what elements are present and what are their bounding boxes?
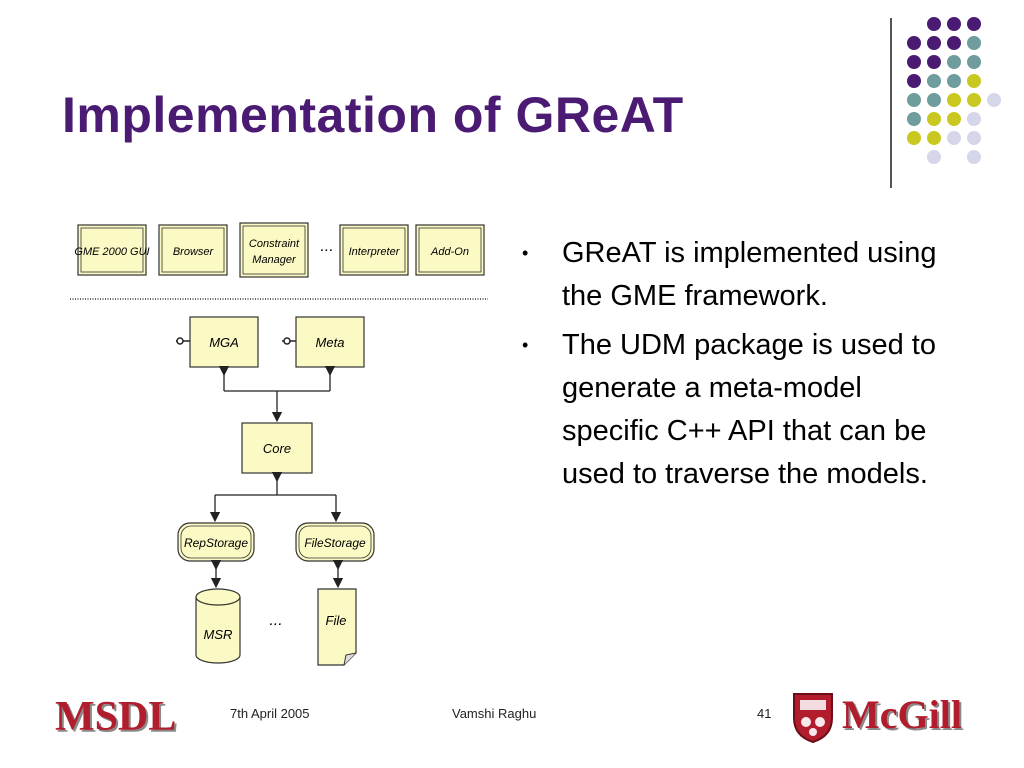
- manager-label: Manager: [252, 254, 297, 266]
- bullet-dot-icon: •: [522, 243, 529, 263]
- bullet-item: • GReAT is implemented using the GME fra…: [522, 232, 962, 318]
- decorative-dot: [907, 74, 921, 88]
- decorative-dot: [907, 131, 921, 145]
- decorative-dot: [947, 74, 961, 88]
- mcgill-crest-icon: [793, 693, 833, 744]
- decorative-dot: [967, 55, 981, 69]
- bullet-text: GReAT is implemented using the GME frame…: [562, 237, 937, 312]
- decorative-dot: [967, 150, 981, 164]
- decorative-dot: [947, 93, 961, 107]
- file-document: File: [317, 588, 357, 666]
- bullet-dot-icon: •: [522, 335, 529, 355]
- decorative-dot: [907, 93, 921, 107]
- file-label: File: [326, 613, 347, 628]
- browser-label: Browser: [173, 246, 215, 258]
- rep-storage-box: RepStorage: [177, 522, 255, 562]
- meta-box: Meta: [282, 316, 365, 368]
- file-storage-box: FileStorage: [295, 522, 375, 562]
- core-box: Core: [241, 422, 313, 474]
- decorative-dot: [907, 55, 921, 69]
- decorative-dot: [967, 131, 981, 145]
- decorative-dot: [927, 93, 941, 107]
- core-label: Core: [263, 441, 291, 456]
- decorative-dot: [927, 55, 941, 69]
- gme-architecture-diagram: GME 2000 GUI Browser Constraint Manager …: [70, 222, 488, 666]
- mga-label: MGA: [209, 335, 239, 350]
- rep-storage-label: RepStorage: [184, 536, 248, 550]
- gme-gui-label: GME 2000 GUI: [74, 246, 149, 258]
- decorative-dot: [967, 36, 981, 50]
- decorative-dot-grid: [907, 17, 1001, 164]
- decorative-dot: [947, 112, 961, 126]
- decorative-dot: [927, 74, 941, 88]
- decorative-dot: [987, 93, 1001, 107]
- decorative-dot: [947, 17, 961, 31]
- constraint-manager-box: Constraint Manager: [239, 222, 309, 278]
- browser-box: Browser: [158, 224, 228, 276]
- meta-label: Meta: [316, 335, 345, 350]
- decorative-dot: [907, 36, 921, 50]
- decorative-dot: [967, 93, 981, 107]
- decorative-dot: [927, 17, 941, 31]
- msr-cylinder: MSR: [195, 588, 241, 664]
- top-row-ellipsis: ...: [320, 238, 333, 255]
- bottom-ellipsis: ...: [269, 612, 282, 629]
- decorative-dot: [947, 55, 961, 69]
- mcgill-logo: McGill: [842, 692, 962, 737]
- decorative-dot: [947, 131, 961, 145]
- mga-box: MGA: [176, 316, 259, 368]
- msr-label: MSR: [204, 627, 233, 642]
- footer-author: Vamshi Raghu: [452, 706, 537, 721]
- msdl-logo: MSDL: [55, 694, 177, 740]
- decorative-vertical-line: [890, 18, 892, 188]
- footer-date: 7th April 2005: [230, 706, 310, 721]
- constraint-label: Constraint: [249, 238, 300, 250]
- slide-title: Implementation of GReAT: [62, 87, 684, 143]
- bullet-list: • GReAT is implemented using the GME fra…: [522, 232, 962, 502]
- decorative-dot: [927, 131, 941, 145]
- gme-gui-box: GME 2000 GUI: [74, 224, 150, 276]
- interpreter-label: Interpreter: [349, 246, 401, 258]
- decorative-dot: [967, 74, 981, 88]
- decorative-dot: [927, 36, 941, 50]
- decorative-dot: [967, 17, 981, 31]
- decorative-dot: [967, 112, 981, 126]
- bullet-item: • The UDM package is used to generate a …: [522, 324, 962, 496]
- interpreter-box: Interpreter: [339, 224, 409, 276]
- add-on-box: Add-On: [415, 224, 485, 276]
- decorative-dot: [907, 112, 921, 126]
- file-storage-label: FileStorage: [304, 536, 366, 550]
- decorative-dot: [927, 150, 941, 164]
- decorative-dot: [927, 112, 941, 126]
- page-number: 41: [757, 706, 772, 721]
- decorative-dot: [947, 36, 961, 50]
- bullet-text: The UDM package is used to generate a me…: [562, 329, 936, 490]
- add-on-label: Add-On: [430, 246, 469, 258]
